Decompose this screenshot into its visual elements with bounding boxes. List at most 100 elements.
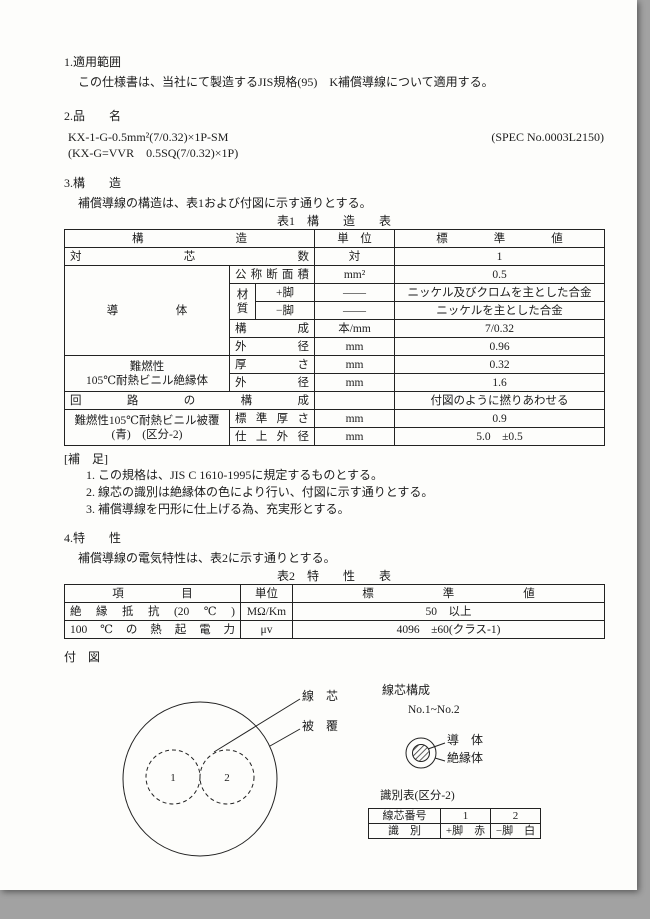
id-color-core2: −脚 白 [490,823,541,839]
identification-table: 線芯番号 1 2 識 別 +脚 赤 −脚 白 [368,808,541,839]
id-table-row-color: 識 別 +脚 赤 −脚 白 [368,823,541,839]
t1-minus-leg-unit: —— [314,301,396,320]
t2-emf-unit: μv [240,620,293,639]
core-leader-line [213,698,301,753]
attached-figure: 1 2 線 芯 被 覆 線芯構成 No.1~No.2 導 体 絶縁体 識別表(区… [64,669,604,864]
section-scope: 1.適用範囲 この仕様書は、当社にて製造するJIS規格(95) K補償導線につい… [64,54,604,90]
t1-conductor-group-label: 導 体 [64,265,230,356]
note-item-1: 1. この規格は、JIS C 1610-1995に規定するものとする。 [86,468,383,482]
insulator-label: 絶縁体 [447,751,484,765]
t1-header-unit: 単 位 [314,229,396,248]
t2-header-row: 項 目 単位 標 準 値 [64,584,605,603]
note-item-2: 2. 線芯の識別は絶縁体の色により行い、付図に示す通りとする。 [86,485,434,499]
section-characteristics: 4.特 性 補償導線の電気特性は、表2に示す通りとする。 表2 特 性 表 項 … [64,530,605,639]
t1-finished-od-label: 仕上外径 [228,427,316,446]
t1-sheath-thickness-value: 0.9 [394,409,606,428]
spec-number: (SPEC No.0003L2150) [491,130,604,144]
t1-plus-leg-label: +脚 [254,283,316,302]
t1-conductor-od-label: 外径 [228,337,316,356]
t1-stranding-value: 7/0.32 [394,319,606,338]
table2-title: 表2 特 性 表 [276,569,391,583]
id-table-title: 識別表(区分-2) [380,790,455,802]
t1-sheath-thickness-label: 標準厚さ [228,409,316,428]
insulator-circle [405,737,437,769]
figure-heading: 付 図 [64,650,101,664]
t1-minus-leg-label: −脚 [254,301,316,320]
t1-header-structure: 構 造 [63,229,316,248]
conductor-hatched-circle [412,744,430,762]
t1-conductor-od-unit: mm [314,337,396,356]
t1-thickness-value: 0.32 [394,355,606,374]
t1-pair-count-label: 対芯数 [63,247,316,266]
characteristics-heading: 4.特 性 [64,531,122,545]
t1-plus-leg-value: ニッケル及びクロムを主とした合金 [394,283,606,302]
t1-row-insulation-thickness: 難燃性 105℃耐熱ビニル絶縁体 厚さ mm 0.32 [64,355,606,392]
t1-row-finished-od: 仕上外径 mm 5.0 ±0.5 [65,427,606,446]
product-code-line1: KX-1-G-0.5mm²(7/0.32)×1P-SM [68,130,229,144]
t1-stranding-label: 構成 [228,319,316,338]
id-number-label: 線芯番号 [368,808,441,824]
section-structure: 3.構 造 補償導線の構造は、表1および付図に示す通りとする。 表1 構 造 表… [63,175,606,446]
t1-insulation-group-line2: 105℃耐熱ビニル絶縁体 [85,374,209,387]
core2-number: 2 [224,772,230,784]
id-color-label: 識 別 [368,823,441,839]
core1-number: 1 [170,772,176,784]
t1-row-conductor-od: 外径 mm 0.96 [65,337,606,356]
structure-heading: 3.構 造 [64,176,122,190]
scope-heading: 1.適用範囲 [64,55,122,69]
product-code-line2: (KX-G=VVR 0.5SQ(7/0.32)×1P) [68,146,239,160]
t1-insulation-od-unit: mm [314,373,396,392]
spec-document-page: 1.適用範囲 この仕様書は、当社にて製造するJIS規格(95) K補償導線につい… [0,0,637,890]
t1-nominal-area-unit: mm² [314,265,396,284]
t1-circuit-unit [314,391,396,410]
conductor-leader-line [427,742,446,750]
t1-row-stranding: 構成 本/mm 7/0.32 [65,319,606,338]
t2-resistance-label: 絶縁抵抗(20℃) [64,602,241,621]
t1-thickness-label: 厚さ [228,355,316,374]
t1-circuit-label: 回路の構成 [63,391,316,410]
insulator-leader-line [434,757,446,762]
t1-pair-count-value: 1 [394,247,606,266]
t2-resistance-value: 50 以上 [292,602,605,621]
id-color-core1: +脚 赤 [440,823,491,839]
t1-material-label: 材質 [229,283,256,320]
t1-minus-leg-value: ニッケルを主とした合金 [394,301,606,320]
notes-list: 1. この規格は、JIS C 1610-1995に規定するものとする。 2. 線… [86,467,604,518]
id-number-core2: 2 [490,808,541,824]
characteristics-table: 項 目 単位 標 準 値 絶縁抵抗(20℃) MΩ/Km 50 以上 100℃の… [64,584,605,639]
t1-insulation-od-label: 外径 [228,373,316,392]
note-item-3: 3. 補償導線を円形に仕上げる為、充実形とする。 [86,502,350,516]
t1-pair-count-unit: 対 [314,247,396,266]
t1-nominal-area-label: 公称断面積 [228,265,316,284]
t1-finished-od-value: 5.0 ±0.5 [394,427,606,446]
t1-sheath-group-line1: 難燃性105℃耐熱ビニル被覆 [74,414,220,427]
structure-table: 構 造 単 位 標 準 値 対芯数 対 1 導 体 公称断面積 mm² 0.5 [63,229,606,446]
t1-thickness-unit: mm [314,355,396,374]
t2-header-unit: 単位 [240,584,293,603]
t1-circuit-value: 付図のように撚りあわせる [394,391,606,410]
t1-row-sheath-thickness: 難燃性105℃耐熱ビニル被覆 (青) (区分-2) 標準厚さ mm 0.9 [64,409,606,446]
t1-row-pair-count: 対芯数 対 1 [63,247,606,266]
cable-cross-section-diagram: 1 2 [122,698,446,857]
t2-header-item: 項 目 [64,584,241,603]
t1-row-nominal-area: 導 体 公称断面積 mm² 0.5 [64,265,606,356]
t1-row-plus-leg: 材質 +脚 —— ニッケル及びクロムを主とした合金 [65,283,606,320]
section-notes: [補 足] 1. この規格は、JIS C 1610-1995に規定するものとする… [64,451,604,518]
table1-title: 表1 構 造 表 [276,214,391,228]
sheath-leader-line [269,728,301,747]
t2-row-insulation-resistance: 絶縁抵抗(20℃) MΩ/Km 50 以上 [64,602,605,621]
scope-body: この仕様書は、当社にて製造するJIS規格(95) K補償導線について適用する。 [78,75,494,89]
id-number-core1: 1 [440,808,491,824]
t1-sheath-group-label: 難燃性105℃耐熱ビニル被覆 (青) (区分-2) [64,409,230,446]
t1-plus-leg-unit: —— [314,283,396,302]
id-table-row-number: 線芯番号 1 2 [368,808,541,824]
characteristics-body: 補償導線の電気特性は、表2に示す通りとする。 [78,551,336,565]
structure-body: 補償導線の構造は、表1および付図に示す通りとする。 [78,196,372,210]
t2-emf-value: 4096 ±60(クラス-1) [292,620,605,639]
t1-row-circuit: 回路の構成 付図のように撚りあわせる [63,391,606,410]
t2-resistance-unit: MΩ/Km [240,602,293,621]
t1-insulation-group-label: 難燃性 105℃耐熱ビニル絶縁体 [64,355,230,392]
section-product-name: 2.品 名 KX-1-G-0.5mm²(7/0.32)×1P-SM (SPEC … [64,108,604,161]
t1-sheath-thickness-unit: mm [314,409,396,428]
document-content: 1.適用範囲 この仕様書は、当社にて製造するJIS規格(95) K補償導線につい… [63,54,606,864]
